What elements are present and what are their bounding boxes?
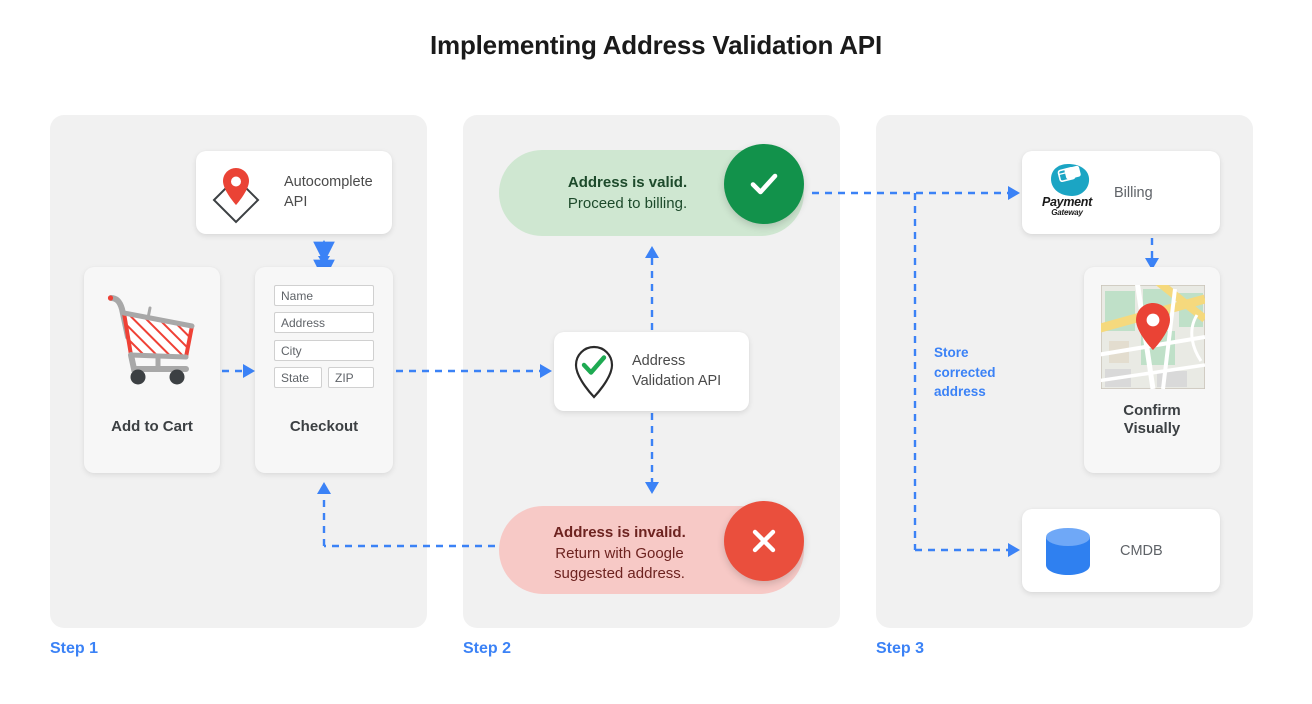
address-invalid-text: Address is invalid. Return with Google s… — [507, 523, 732, 585]
address-invalid-subline1: Return with Google — [555, 544, 684, 562]
address-valid-headline: Address is valid. — [567, 174, 688, 191]
confirm-caption-line2: Visually — [1123, 420, 1181, 438]
map-pin-diamond-icon — [206, 162, 278, 224]
step-3-label: Step 3 — [876, 640, 925, 657]
cmdb-card[interactable]: CMDB — [1022, 509, 1220, 592]
autocomplete-label-line1: Autocomplete — [284, 174, 373, 191]
pin-check-icon — [570, 343, 618, 401]
billing-label: Billing — [1114, 184, 1153, 201]
payment-gateway-logo-icon: Payment Gateway — [1036, 163, 1098, 221]
checkout-caption: Checkout — [289, 418, 359, 435]
store-note-line1: Store — [934, 345, 969, 360]
address-valid-pill: Address is valid. Proceed to billing. — [499, 144, 804, 236]
store-corrected-address-note: Store corrected address — [934, 343, 1024, 402]
address-validation-api-card[interactable]: Address Validation API — [554, 332, 749, 411]
autocomplete-api-label: Autocomplete API — [284, 173, 373, 212]
add-to-cart-caption: Add to Cart — [111, 418, 193, 435]
state-field[interactable]: State — [274, 367, 322, 388]
address-invalid-subline2: suggested address. — [554, 565, 685, 583]
city-field[interactable]: City — [274, 340, 374, 361]
close-icon — [724, 501, 804, 581]
step-1-label: Step 1 — [50, 640, 99, 657]
store-note-line3: address — [934, 384, 986, 400]
payment-logo-word1: Payment — [1041, 194, 1092, 209]
payment-logo-word2: Gateway — [1051, 207, 1083, 217]
avapi-label-line1: Address — [632, 353, 686, 370]
database-icon — [1042, 524, 1098, 578]
check-icon — [724, 144, 804, 224]
confirm-caption-line1: Confirm — [1123, 401, 1181, 419]
store-note-line2: corrected — [934, 364, 996, 380]
cmdb-label: CMDB — [1120, 542, 1163, 559]
billing-card[interactable]: Payment Gateway Billing — [1022, 151, 1220, 234]
confirm-visually-caption: Confirm Visually — [1084, 402, 1220, 440]
autocomplete-api-card[interactable]: Autocomplete API — [196, 151, 392, 234]
address-validation-api-label: Address Validation API — [632, 352, 721, 391]
address-invalid-pill: Address is invalid. Return with Google s… — [499, 501, 804, 594]
avapi-label-line2: Validation API — [632, 372, 722, 389]
checkout-card[interactable]: Name Address City State ZIP Checkout — [255, 267, 393, 473]
page-title: Implementing Address Validation API — [430, 30, 882, 60]
address-invalid-headline: Address is invalid. — [553, 524, 686, 541]
address-valid-subline: Proceed to billing. — [567, 194, 688, 212]
step-2-label: Step 2 — [463, 640, 512, 657]
shopping-cart-icon — [98, 285, 206, 393]
zip-field[interactable]: ZIP — [328, 367, 374, 388]
add-to-cart-card[interactable]: Add to Cart — [84, 267, 220, 473]
address-field[interactable]: Address — [274, 312, 374, 333]
name-field[interactable]: Name — [274, 285, 374, 306]
autocomplete-label-line2: API — [284, 193, 308, 210]
address-valid-text: Address is valid. Proceed to billing. — [515, 173, 740, 214]
confirm-visually-card[interactable]: Confirm Visually — [1084, 267, 1220, 473]
map-thumbnail-icon — [1101, 285, 1205, 389]
